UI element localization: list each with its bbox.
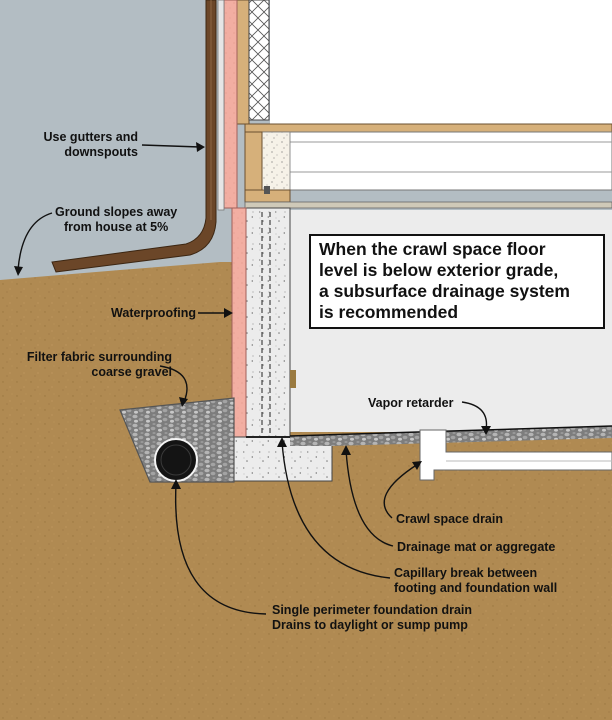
crawl-space-vent [290, 370, 296, 388]
arrowheads [14, 142, 491, 489]
leader-perimeter-drain [174, 483, 267, 615]
vapor-retarder-sheet [289, 425, 612, 437]
wall-stud [236, 0, 250, 125]
interior-wall [270, 0, 612, 128]
anchor-bolt [264, 186, 270, 194]
foundation-wall [245, 207, 291, 439]
arrow-vapor-retarder [481, 426, 491, 435]
siding [223, 0, 238, 209]
label-filter-fabric-line-2: coarse gravel [91, 365, 172, 379]
leader-drainage-mat [345, 449, 394, 547]
leader-capillary-break [281, 441, 391, 579]
arrow-gutters [196, 142, 205, 152]
label-drainage-mat: Drainage mat or aggregate [397, 540, 556, 554]
label-perimeter-drain: Single perimeter foundation drain Drains… [272, 603, 472, 633]
arrow-filter-fabric [179, 397, 188, 407]
label-gutters-line-1: Use gutters and [43, 130, 138, 144]
leader-crawl-space-drain [383, 463, 419, 519]
label-capillary-break-line-1: Capillary break between [394, 566, 538, 580]
floor-joist [244, 131, 612, 191]
label-waterproofing: Waterproofing [111, 306, 196, 320]
leader-lines [17, 144, 488, 615]
wall-insulation [248, 0, 270, 121]
label-filter-fabric: Filter fabric surrounding coarse gravel [2, 350, 172, 380]
soil-under-crawl [236, 432, 612, 720]
label-crawl-space-drain: Crawl space drain [396, 512, 503, 526]
callout-line-1: When the crawl space floor [319, 239, 546, 259]
label-capillary-break-line-2: footing and foundation wall [394, 581, 558, 595]
floor-sheathing [244, 123, 612, 133]
leader-ground-slope [17, 212, 53, 271]
soil-ground [0, 262, 236, 720]
leader-gutters [141, 144, 201, 148]
label-perimeter-drain-line-1: Single perimeter foundation drain [272, 603, 473, 617]
leader-filter-fabric [159, 365, 188, 403]
rim-joist [244, 131, 263, 193]
arrow-crawl-space-drain [412, 461, 422, 470]
label-perimeter-drain-line-2: Drains to daylight or sump pump [272, 618, 468, 632]
label-capillary-break: Capillary break between footing and foun… [394, 566, 557, 596]
arrow-drainage-mat [341, 445, 351, 455]
callout-line-4: is recommended [319, 302, 459, 322]
callout-line-3: a subsurface drainage system [319, 281, 570, 301]
label-ground-slope-line-2: from house at 5% [64, 220, 169, 234]
wall-trim [217, 0, 225, 211]
rim-joist-insulation [261, 131, 291, 193]
arrow-waterproofing [224, 308, 233, 318]
callout-line-2: level is below exterior grade, [319, 260, 559, 280]
label-filter-fabric-line-1: Filter fabric surrounding [26, 350, 172, 364]
arrow-capillary-break [277, 437, 287, 447]
label-ground-slope-line-1: Ground slopes away [55, 205, 178, 219]
label-vapor-retarder: Vapor retarder [368, 396, 454, 410]
downspout [51, 0, 217, 273]
recommendation-callout: When the crawl space floor level is belo… [309, 234, 605, 329]
label-gutters: Use gutters and downspouts [30, 130, 138, 160]
arrow-perimeter-drain [171, 479, 181, 489]
label-ground-slope: Ground slopes away from house at 5% [55, 205, 177, 235]
arrow-ground-slope [14, 266, 23, 276]
label-gutters-line-2: downspouts [64, 145, 138, 159]
crawl-space-drain-pipe [419, 429, 612, 481]
sill-gasket [244, 201, 612, 209]
interior-aggregate [290, 426, 612, 446]
